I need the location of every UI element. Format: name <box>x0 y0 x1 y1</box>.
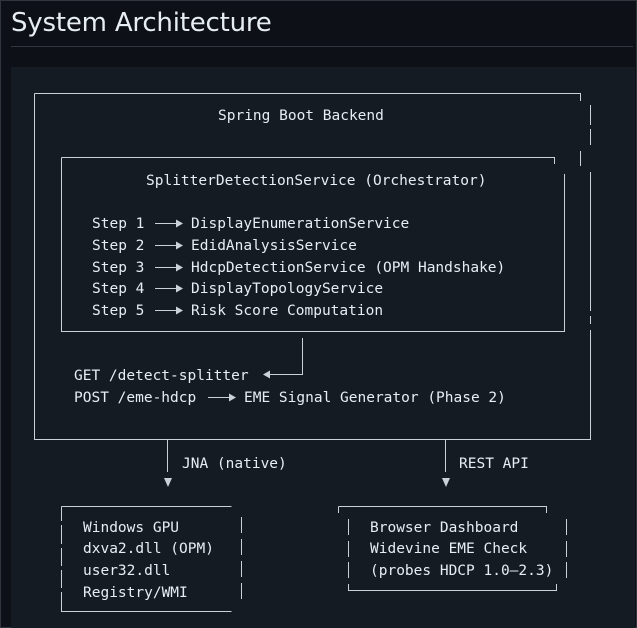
step-label: Step 4 <box>92 281 145 297</box>
browser-line: Widevine EME Check <box>370 541 527 557</box>
native-line: Registry/WMI <box>83 585 188 601</box>
native-line: user32.dll <box>83 563 170 579</box>
step-target: HdcpDetectionService (OPM Handshake) <box>191 260 505 276</box>
step-row: Step 5 Risk Score Computation <box>92 303 383 319</box>
step-row: Step 1 DisplayEnumerationService <box>92 216 409 232</box>
backend-title: Spring Boot Backend <box>218 108 384 124</box>
rest-label: REST API <box>459 456 529 472</box>
get-endpoint: GET /detect-splitter <box>74 368 249 384</box>
step-target: Risk Score Computation <box>191 303 383 319</box>
rest-connector <box>442 440 450 487</box>
step-label: Step 2 <box>92 238 144 254</box>
step-row: Step 2 EdidAnalysisService <box>92 238 357 254</box>
jna-connector <box>164 440 172 487</box>
native-line: Windows GPU <box>83 520 179 536</box>
native-line: dxva2.dll (OPM) <box>83 541 214 557</box>
orchestrator-box <box>61 157 565 332</box>
step-label: Step 5 <box>92 303 144 319</box>
post-endpoint: POST /eme-hdcp <box>74 390 196 406</box>
page-title: System Architecture <box>11 8 272 38</box>
browser-box <box>338 506 567 591</box>
step-label: Step 3 <box>92 260 144 276</box>
jna-label: JNA (native) <box>182 456 287 472</box>
step-label: Step 1 <box>92 216 144 232</box>
backend-box <box>34 93 591 440</box>
architecture-code-block: Spring Boot Backend SplitterDetectionSer… <box>11 67 635 628</box>
title-divider <box>11 46 633 47</box>
browser-line: (probes HDCP 1.0–2.3) <box>370 563 553 579</box>
orchestrator-steps: Step 1 DisplayEnumerationService Step 2 … <box>92 216 505 319</box>
step-target: DisplayEnumerationService <box>191 216 409 232</box>
step-target: DisplayTopologyService <box>191 281 383 297</box>
architecture-diagram: Spring Boot Backend SplitterDetectionSer… <box>34 93 591 612</box>
post-target: EME Signal Generator (Phase 2) <box>244 390 506 406</box>
browser-line: Browser Dashboard <box>370 520 518 536</box>
step-row: Step 4 DisplayTopologyService <box>92 281 383 297</box>
orchestrator-title: SplitterDetectionService (Orchestrator) <box>146 173 486 189</box>
post-arrow <box>208 393 236 402</box>
step-target: EdidAnalysisService <box>191 238 357 254</box>
response-connector <box>263 338 303 379</box>
step-row: Step 3 HdcpDetectionService (OPM Handsha… <box>92 260 505 276</box>
native-box <box>61 506 242 612</box>
